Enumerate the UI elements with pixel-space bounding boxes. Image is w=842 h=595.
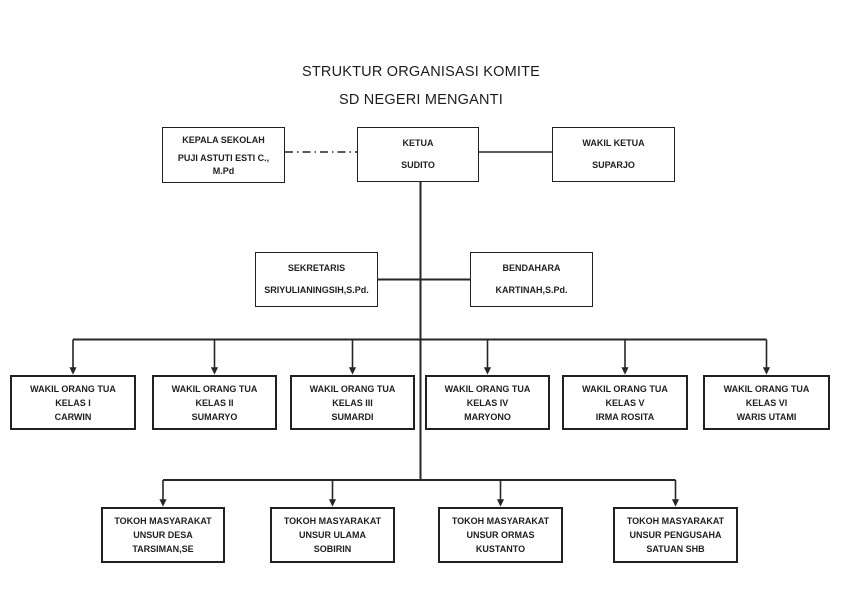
arrowhead-kelas-4: [483, 367, 492, 375]
box-wakil-ortu-kelas-2: WAKIL ORANG TUA KELAS II SUMARYO: [152, 375, 277, 430]
box-name: TARSIMAN,SE: [132, 544, 194, 554]
role-line: KELAS IV: [466, 398, 509, 408]
role-line: KELAS V: [605, 398, 645, 408]
box-name: MARYONO: [464, 412, 511, 422]
box-wakil-ortu-kelas-6: WAKIL ORANG TUA KELAS VI WARIS UTAMI: [703, 375, 830, 430]
role-line: WAKIL ORANG TUA: [723, 384, 810, 394]
box-role: WAKIL ORANG TUA KELAS V: [582, 377, 668, 410]
name-line: M.Pd: [212, 166, 235, 176]
box-name: CARWIN: [54, 412, 92, 422]
box-role: TOKOH MASYARAKAT UNSUR ULAMA: [284, 509, 381, 542]
arrowhead-tokoh-1: [159, 499, 167, 507]
role-line: UNSUR ULAMA: [299, 530, 366, 540]
arrowhead-kelas-3: [348, 367, 357, 375]
box-tokoh-unsur-desa: TOKOH MASYARAKAT UNSUR DESA TARSIMAN,SE: [101, 507, 225, 563]
box-role: TOKOH MASYARAKAT UNSUR ORMAS: [452, 509, 549, 542]
box-role: WAKIL ORANG TUA KELAS IV: [445, 377, 531, 410]
box-wakil-ortu-kelas-5: WAKIL ORANG TUA KELAS V IRMA ROSITA: [562, 375, 688, 430]
arrowhead-kelas-1: [69, 367, 77, 375]
role-line: KELAS VI: [745, 398, 788, 408]
box-wakil-ortu-kelas-3: WAKIL ORANG TUA KELAS III SUMARDI: [290, 375, 415, 430]
arrowhead-tokoh-3: [496, 499, 505, 507]
box-name: IRMA ROSITA: [595, 412, 655, 422]
box-kepala-sekolah-role: KEPALA SEKOLAH: [182, 135, 265, 145]
box-name: SUMARDI: [331, 412, 374, 422]
name-line: PUJI ASTUTI ESTI C.,: [177, 153, 270, 163]
box-ketua-name: SUDITO: [401, 160, 435, 170]
box-name: WARIS UTAMI: [736, 412, 797, 422]
role-line: WAKIL ORANG TUA: [309, 384, 396, 394]
role-line: TOKOH MASYARAKAT: [451, 516, 550, 526]
box-wakil-ortu-kelas-4: WAKIL ORANG TUA KELAS IV MARYONO: [425, 375, 550, 430]
box-bendahara: BENDAHARA KARTINAH,S.Pd.: [470, 252, 593, 307]
box-sekretaris: SEKRETARIS SRIYULIANINGSIH,S.Pd.: [255, 252, 378, 307]
box-name: SUMARYO: [191, 412, 238, 422]
role-line: WAKIL ORANG TUA: [582, 384, 668, 394]
box-ketua-role: KETUA: [402, 138, 434, 148]
box-role: TOKOH MASYARAKAT UNSUR DESA: [114, 509, 211, 542]
arrowhead-tokoh-4: [671, 499, 680, 507]
arrowhead-kelas-6: [762, 367, 771, 375]
box-kepala-sekolah: KEPALA SEKOLAH PUJI ASTUTI ESTI C., M.Pd: [162, 127, 285, 183]
role-line: UNSUR DESA: [133, 530, 193, 540]
box-sekretaris-name: SRIYULIANINGSIH,S.Pd.: [264, 285, 369, 295]
box-wakil-ketua: WAKIL KETUA SUPARJO: [552, 127, 675, 182]
box-wakil-ortu-kelas-1: WAKIL ORANG TUA KELAS I CARWIN: [10, 375, 136, 430]
role-line: TOKOH MASYARAKAT: [114, 516, 212, 526]
box-tokoh-unsur-pengusaha: TOKOH MASYARAKAT UNSUR PENGUSAHA SATUAN …: [613, 507, 738, 563]
box-kepala-sekolah-name: PUJI ASTUTI ESTI C., M.Pd: [178, 152, 269, 182]
box-wakil-ketua-role: WAKIL KETUA: [582, 138, 645, 148]
box-wakil-ketua-name: SUPARJO: [592, 160, 635, 170]
box-bendahara-role: BENDAHARA: [502, 263, 561, 273]
role-line: KELAS II: [195, 398, 234, 408]
box-role: WAKIL ORANG TUA KELAS II: [172, 377, 258, 410]
box-tokoh-unsur-ormas: TOKOH MASYARAKAT UNSUR ORMAS KUSTANTO: [438, 507, 563, 563]
role-line: UNSUR ORMAS: [466, 530, 535, 540]
arrowhead-kelas-5: [621, 367, 629, 375]
role-line: WAKIL ORANG TUA: [30, 384, 116, 394]
box-role: WAKIL ORANG TUA KELAS III: [310, 377, 396, 410]
box-role: WAKIL ORANG TUA KELAS VI: [724, 377, 810, 410]
box-name: KUSTANTO: [475, 544, 526, 554]
role-line: TOKOH MASYARAKAT: [283, 516, 382, 526]
page-title-line1: STRUKTUR ORGANISASI KOMITE: [301, 64, 541, 80]
box-name: SATUAN SHB: [646, 544, 705, 554]
page-title-line2: SD NEGERI MENGANTI: [339, 92, 503, 108]
role-line: UNSUR PENGUSAHA: [629, 530, 722, 540]
box-role: TOKOH MASYARAKAT UNSUR PENGUSAHA: [627, 509, 724, 542]
role-line: KELAS III: [332, 398, 373, 408]
role-line: KELAS I: [55, 398, 91, 408]
box-tokoh-unsur-ulama: TOKOH MASYARAKAT UNSUR ULAMA SOBIRIN: [270, 507, 395, 563]
arrowhead-kelas-2: [210, 367, 219, 375]
box-bendahara-name: KARTINAH,S.Pd.: [495, 285, 568, 295]
box-role: WAKIL ORANG TUA KELAS I: [30, 377, 116, 410]
box-sekretaris-role: SEKRETARIS: [287, 263, 346, 273]
box-name: SOBIRIN: [313, 544, 352, 554]
arrowhead-tokoh-2: [328, 499, 337, 507]
role-line: TOKOH MASYARAKAT: [626, 516, 725, 526]
role-line: WAKIL ORANG TUA: [444, 384, 531, 394]
box-ketua: KETUA SUDITO: [357, 127, 479, 182]
role-line: WAKIL ORANG TUA: [171, 384, 258, 394]
